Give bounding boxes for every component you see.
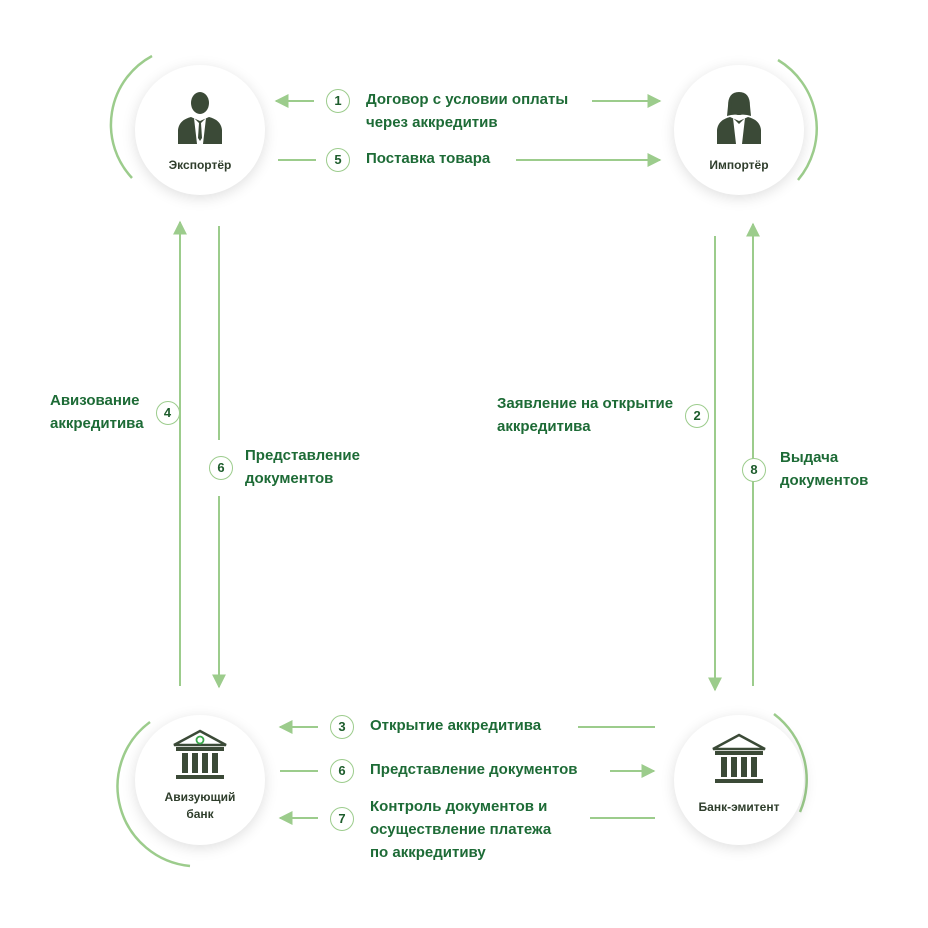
advising-bank-label: Авизующий банк (164, 790, 236, 821)
advising-bank-arc (116, 720, 191, 868)
step-number: 2 (685, 404, 710, 428)
importer-node: Импортёр (674, 65, 804, 195)
step-number: 1 (326, 89, 350, 113)
step-6-horizontal: 6 Представление документов (330, 759, 578, 783)
businesswoman-icon (717, 92, 761, 144)
step-3: 3 Открытие аккредитива (330, 715, 541, 739)
importer-arc (777, 58, 818, 181)
step-text: Поставка товара (366, 150, 491, 167)
step-number: 6 (209, 456, 233, 480)
exporter-label: Экспортёр (168, 158, 232, 172)
step-number: 6 (330, 759, 354, 783)
bank-building-icon (712, 733, 766, 783)
step-number: 4 (155, 401, 180, 425)
issuing-bank-node: Банк-эмитент (674, 715, 804, 845)
step-text: Открытие аккредитива (370, 717, 542, 734)
step-text: Авизование аккредитива (50, 392, 144, 432)
step-7: 7 Контроль документов и осуществление пл… (330, 795, 551, 864)
step-text: Договор с условии оплаты через аккредити… (366, 91, 569, 131)
step-2: Заявление на открытие аккредитива 2 (497, 392, 710, 438)
advising-bank-node: Авизующий банк (135, 715, 265, 845)
step-6-vertical: 6 Представление документов (209, 444, 360, 490)
step-1: 1 Договор с условии оплаты через аккреди… (326, 89, 568, 134)
step-text: Выдача документов (780, 449, 869, 489)
exporter-arc (109, 54, 153, 179)
issuing-bank-arc (773, 713, 808, 813)
step-number: 8 (742, 458, 766, 482)
step-text: Заявление на открытие аккредитива (497, 395, 674, 435)
exporter-node: Экспортёр (135, 65, 265, 195)
step-5: 5 Поставка товара (326, 148, 490, 172)
step-text: Представление документов (245, 447, 360, 487)
step-number: 7 (330, 807, 354, 831)
step-8: 8 Выдача документов (742, 446, 868, 492)
step-number: 5 (326, 148, 350, 172)
issuing-bank-label: Банк-эмитент (698, 800, 780, 814)
step-text: Контроль документов и осуществление плат… (370, 798, 552, 861)
step-number: 3 (330, 715, 354, 739)
businessman-icon (178, 92, 222, 144)
step-text: Представление документов (370, 761, 578, 778)
bank-building-icon (173, 729, 227, 779)
step-4: Авизование аккредитива 4 (50, 389, 180, 435)
importer-label: Импортёр (709, 158, 769, 172)
